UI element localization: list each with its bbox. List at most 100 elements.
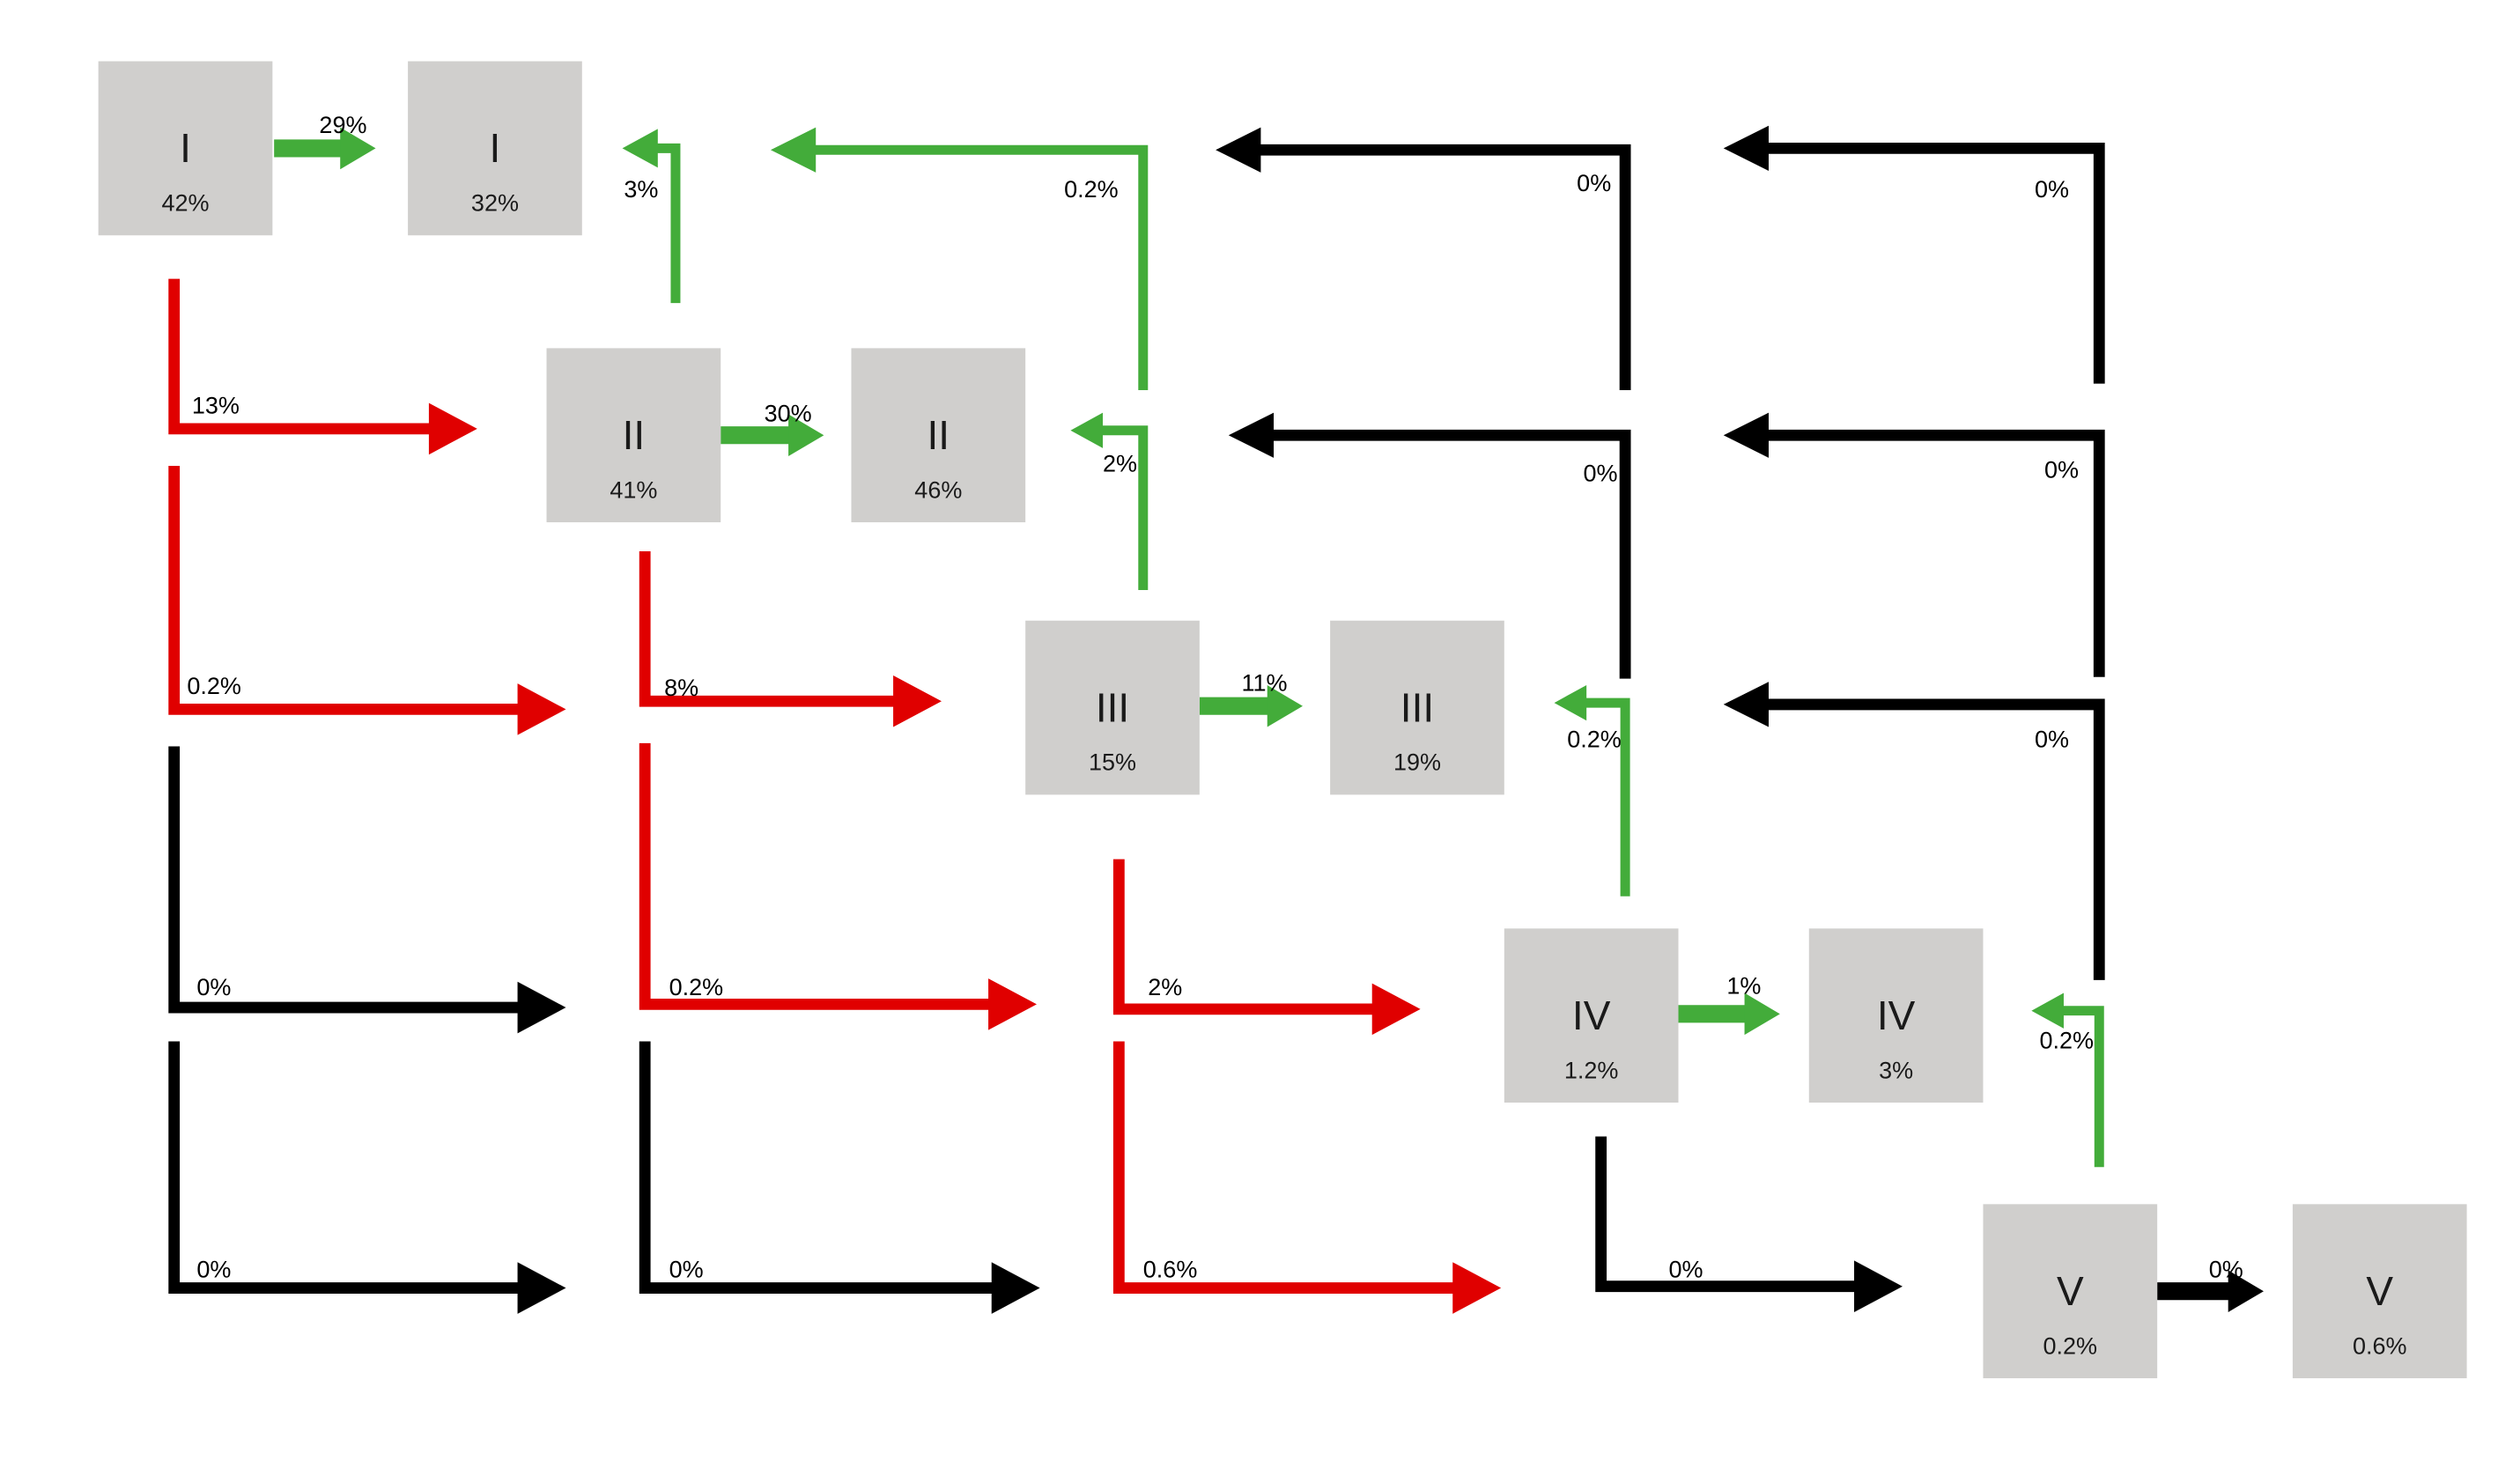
stage-box-background xyxy=(1808,928,1984,1103)
arrow-up-II-to-III xyxy=(639,551,942,727)
arrow-shaft xyxy=(168,1041,519,1294)
arrow-shaft xyxy=(168,746,519,1014)
arrowhead xyxy=(1371,983,1421,1036)
stage-percent: 1.2% xyxy=(1564,1057,1619,1083)
label-up-III-to-V: 0.6% xyxy=(1143,1257,1198,1283)
stage-box-I-b: I32% xyxy=(408,61,582,236)
arrow-up-III-to-IV xyxy=(1112,859,1421,1036)
arrowhead xyxy=(1723,682,1770,727)
stage-numeral: I xyxy=(180,125,191,171)
arrowhead xyxy=(893,675,942,727)
arrowhead xyxy=(517,1262,566,1314)
label-same-I-to-I: 29% xyxy=(319,112,366,138)
label-same-III-to-III: 11% xyxy=(1241,669,1287,696)
stage-numeral: V xyxy=(2057,1268,2084,1314)
stage-percent: 42% xyxy=(161,190,209,217)
arrow-shaft xyxy=(639,551,895,707)
arrow-shaft xyxy=(168,466,519,715)
label-up-III-to-IV: 2% xyxy=(1148,974,1182,1000)
arrow-shaft xyxy=(639,1041,993,1294)
arrow-up-II-to-IV xyxy=(639,742,1037,1030)
arrowhead xyxy=(770,127,817,173)
arrowhead xyxy=(1554,684,1587,721)
stage-box-background xyxy=(1025,620,1200,795)
arrow-up-IV-to-V xyxy=(1595,1136,1903,1312)
label-down-II-to-I: 3% xyxy=(624,176,658,203)
arrow-same-II-to-II xyxy=(721,414,824,457)
arrowhead xyxy=(517,683,566,735)
label-up-I-to-III: 0.2% xyxy=(187,673,241,699)
label-same-II-to-II: 30% xyxy=(765,401,812,427)
label-up-I-to-V: 0% xyxy=(196,1257,231,1283)
stage-box-background xyxy=(851,348,1026,523)
arrowhead xyxy=(1723,412,1770,458)
stage-box-background xyxy=(1504,928,1679,1103)
transition-labels: 29% 30% 11% 1% 0% 13% 0.2% 0% 0% 8% 0.2% 0% 2% 0.6% 0%… xyxy=(187,112,2243,1283)
arrowhead xyxy=(1854,1260,1903,1312)
label-up-II-to-V: 0% xyxy=(669,1257,704,1283)
arrow-same-III-to-III xyxy=(1199,684,1304,727)
arrow-shaft xyxy=(1112,1041,1454,1294)
arrowhead xyxy=(991,1262,1040,1314)
stage-percent: 41% xyxy=(610,476,657,503)
arrow-shaft xyxy=(1768,142,2105,384)
arrow-shaft xyxy=(1112,859,1373,1015)
label-down-III-to-I: 0.2% xyxy=(1064,176,1119,203)
arrowhead xyxy=(988,978,1037,1030)
arrowhead xyxy=(1744,992,1780,1036)
arrow-shaft xyxy=(1768,429,2105,677)
stage-percent: 0.6% xyxy=(2353,1332,2407,1359)
stage-box-background xyxy=(546,348,721,523)
stage-numeral: IV xyxy=(1877,992,1916,1038)
stage-box-background xyxy=(98,61,273,236)
arrow-up-II-to-V xyxy=(639,1041,1040,1314)
stage-percent: 46% xyxy=(914,476,962,503)
arrowhead xyxy=(1452,1262,1502,1314)
arrowhead xyxy=(517,981,566,1034)
label-down-IV-to-III: 0.2% xyxy=(1567,726,1622,752)
stage-box-IV-b: IV3% xyxy=(1808,928,1984,1103)
arrowhead xyxy=(1723,125,1770,172)
arrow-up-III-to-V xyxy=(1112,1041,1502,1314)
arrowhead xyxy=(1228,412,1275,458)
stage-box-IV-a: IV1.2% xyxy=(1504,928,1679,1103)
arrow-down-IV-to-III xyxy=(1554,684,1630,897)
label-up-IV-to-V: 0% xyxy=(1669,1257,1703,1283)
stage-box-background xyxy=(1983,1204,2158,1379)
arrow-up-I-to-III xyxy=(168,466,566,735)
label-down-IV-to-II: 0% xyxy=(1584,460,1618,486)
arrow-shaft xyxy=(1768,698,2105,980)
label-up-II-to-III: 8% xyxy=(664,675,698,701)
arrowhead xyxy=(340,127,376,170)
stage-boxes: I42%I32%II41%II46%III15%III19%IV1.2%IV3%… xyxy=(98,61,2467,1379)
arrowhead xyxy=(428,402,477,455)
arrow-same-I-to-I xyxy=(274,127,376,170)
stage-box-II-a: II 41% xyxy=(546,348,721,523)
arrow-up-I-to-V xyxy=(168,1041,566,1314)
stage-percent: 32% xyxy=(471,190,519,217)
arrow-down-III-to-II xyxy=(1070,412,1149,590)
label-up-I-to-II: 13% xyxy=(192,392,240,418)
arrow-up-I-to-II xyxy=(168,278,477,455)
label-up-I-to-IV: 0% xyxy=(196,974,231,1000)
stage-box-V-a: V0.2% xyxy=(1983,1204,2158,1379)
arrow-down-IV-to-I xyxy=(1216,127,1631,390)
arrow-shaft xyxy=(168,278,430,435)
stage-percent: 19% xyxy=(1393,749,1441,776)
arrowhead xyxy=(622,129,658,168)
arrowhead xyxy=(1070,412,1104,448)
arrow-shaft xyxy=(1585,697,1630,897)
stage-box-V-b: V0.6% xyxy=(2292,1204,2467,1379)
stage-box-background xyxy=(1330,620,1504,795)
arrow-down-V-to-IV xyxy=(2031,992,2104,1168)
arrow-shaft xyxy=(1595,1136,1856,1293)
stage-numeral: II xyxy=(623,412,646,458)
arrowhead xyxy=(1267,684,1304,727)
label-same-V-to-V: 0% xyxy=(2209,1257,2243,1283)
label-down-V-to-III: 0% xyxy=(2035,726,2069,752)
arrow-down-V-to-II xyxy=(1723,412,2105,677)
label-same-IV-to-IV: 1% xyxy=(1726,972,1761,999)
arrow-shaft xyxy=(1260,144,1631,390)
